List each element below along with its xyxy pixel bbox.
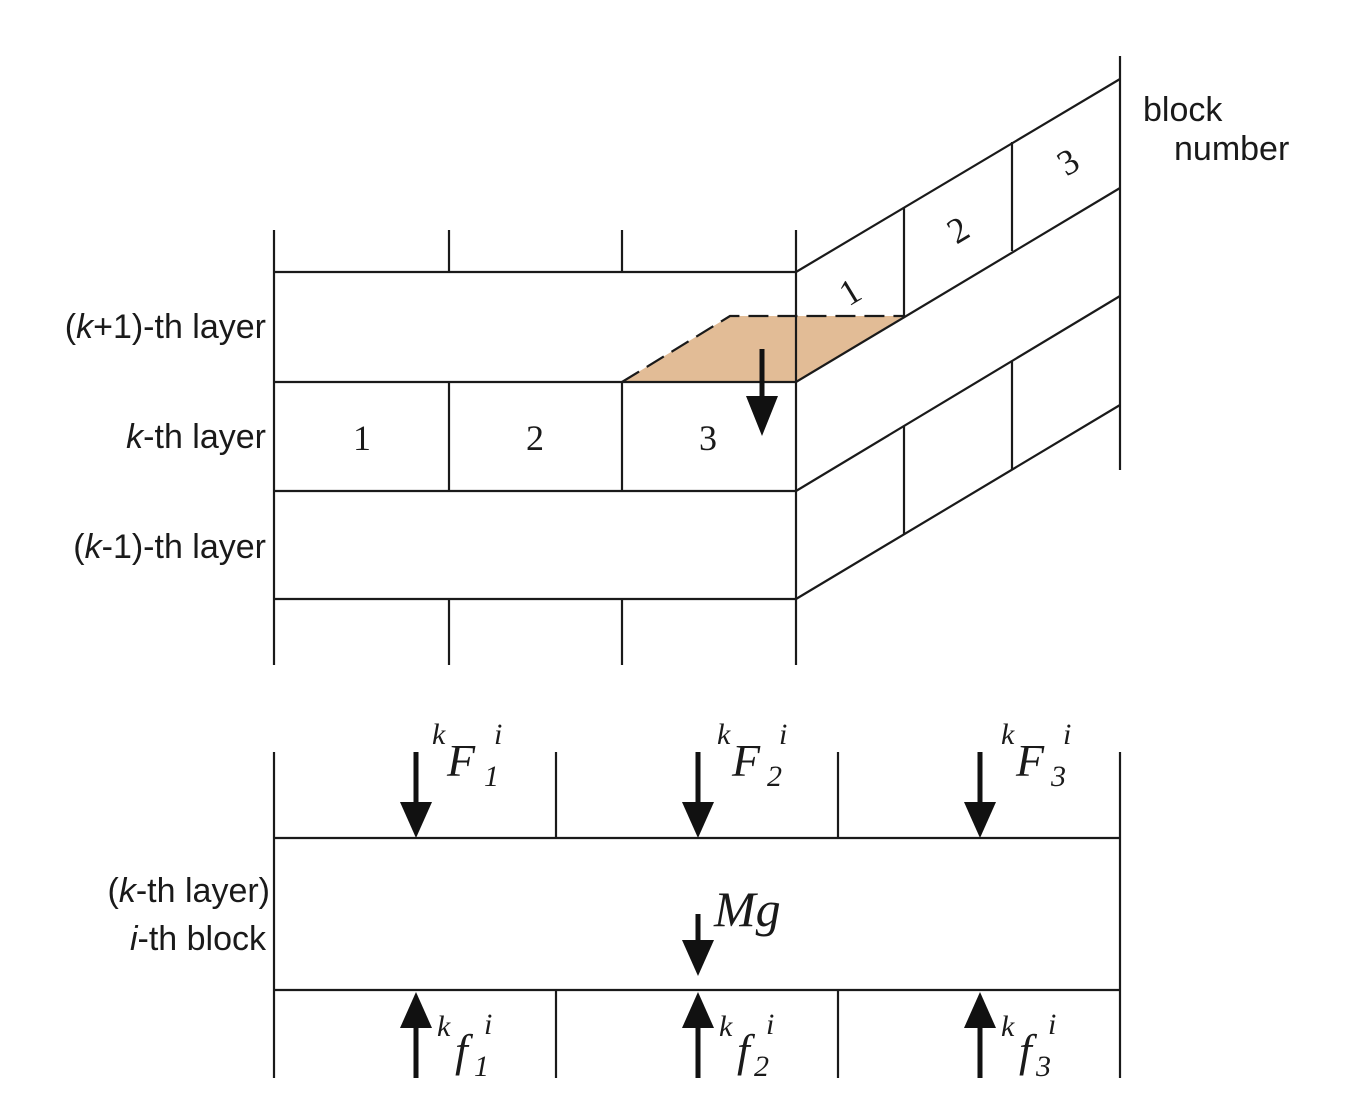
front-block-number-1: 1 [353, 418, 371, 458]
svg-text:2: 2 [754, 1050, 769, 1083]
force-arrow-F1 [400, 752, 432, 838]
force-arrow-F2 [682, 752, 714, 838]
side-line-top [795, 78, 1121, 273]
force-label-F2: k F i 2 [717, 718, 787, 793]
side-line-k-minus [795, 404, 1121, 600]
front-block-number-2: 2 [526, 418, 544, 458]
side-block-number-3: 3 [1050, 140, 1086, 184]
svg-text:k: k [717, 718, 731, 751]
layer-label-middle: k-th layer [126, 418, 266, 456]
force-arrow-F3 [964, 752, 996, 838]
force-label-f1: k f i 1 [437, 1008, 492, 1083]
svg-text:2: 2 [767, 760, 782, 793]
force-label-F3: k F i 3 [1001, 718, 1071, 793]
force-arrow-f2 [682, 992, 714, 1078]
force-arrow-f3 [964, 992, 996, 1078]
svg-text:F: F [446, 735, 476, 786]
block-label-line2: i-th block [130, 920, 267, 958]
force-label-f2: k f i 2 [719, 1008, 774, 1083]
svg-text:1: 1 [474, 1050, 489, 1083]
force-arrow-f1 [400, 992, 432, 1078]
free-body-diagram: k F i 1 k F i 2 k F i 3 Mg k f i 1 k f [108, 718, 1122, 1083]
weight-label: Mg [713, 881, 781, 937]
block-load-arrow [746, 349, 778, 436]
svg-text:k: k [437, 1010, 451, 1043]
svg-text:3: 3 [1035, 1050, 1051, 1083]
svg-text:F: F [1015, 735, 1045, 786]
side-block-number-2: 2 [940, 208, 976, 252]
svg-text:F: F [731, 735, 761, 786]
svg-text:k: k [719, 1010, 733, 1043]
side-line-k-top [795, 187, 1121, 383]
caption-block: block [1143, 91, 1223, 129]
shaded-face-dashed-outline [621, 314, 904, 383]
layer-label-lower: (k-1)-th layer [73, 528, 266, 566]
svg-text:k: k [432, 718, 446, 751]
svg-text:3: 3 [1050, 760, 1066, 793]
front-block-number-3: 3 [699, 418, 717, 458]
layer-label-upper: (k+1)-th layer [65, 308, 266, 346]
svg-text:f: f [455, 1025, 474, 1076]
svg-text:i: i [766, 1008, 774, 1041]
side-block-number-1: 1 [832, 270, 868, 314]
wall-diagram: 1 2 3 1 2 3 block number (k+1)-th layer … [65, 56, 1289, 665]
svg-text:k: k [1001, 1010, 1015, 1043]
svg-text:1: 1 [484, 760, 499, 793]
svg-text:i: i [1048, 1008, 1056, 1041]
force-label-F1: k F i 1 [432, 718, 502, 793]
svg-text:k: k [1001, 718, 1015, 751]
svg-text:i: i [1063, 718, 1071, 751]
caption-number: number [1174, 130, 1289, 168]
force-label-f3: k f i 3 [1001, 1008, 1056, 1083]
svg-text:i: i [484, 1008, 492, 1041]
svg-text:i: i [779, 718, 787, 751]
block-label-line1: (k-th layer) [108, 872, 270, 910]
side-line-k-bottom [795, 295, 1121, 492]
svg-text:i: i [494, 718, 502, 751]
weight-arrow [682, 914, 714, 976]
